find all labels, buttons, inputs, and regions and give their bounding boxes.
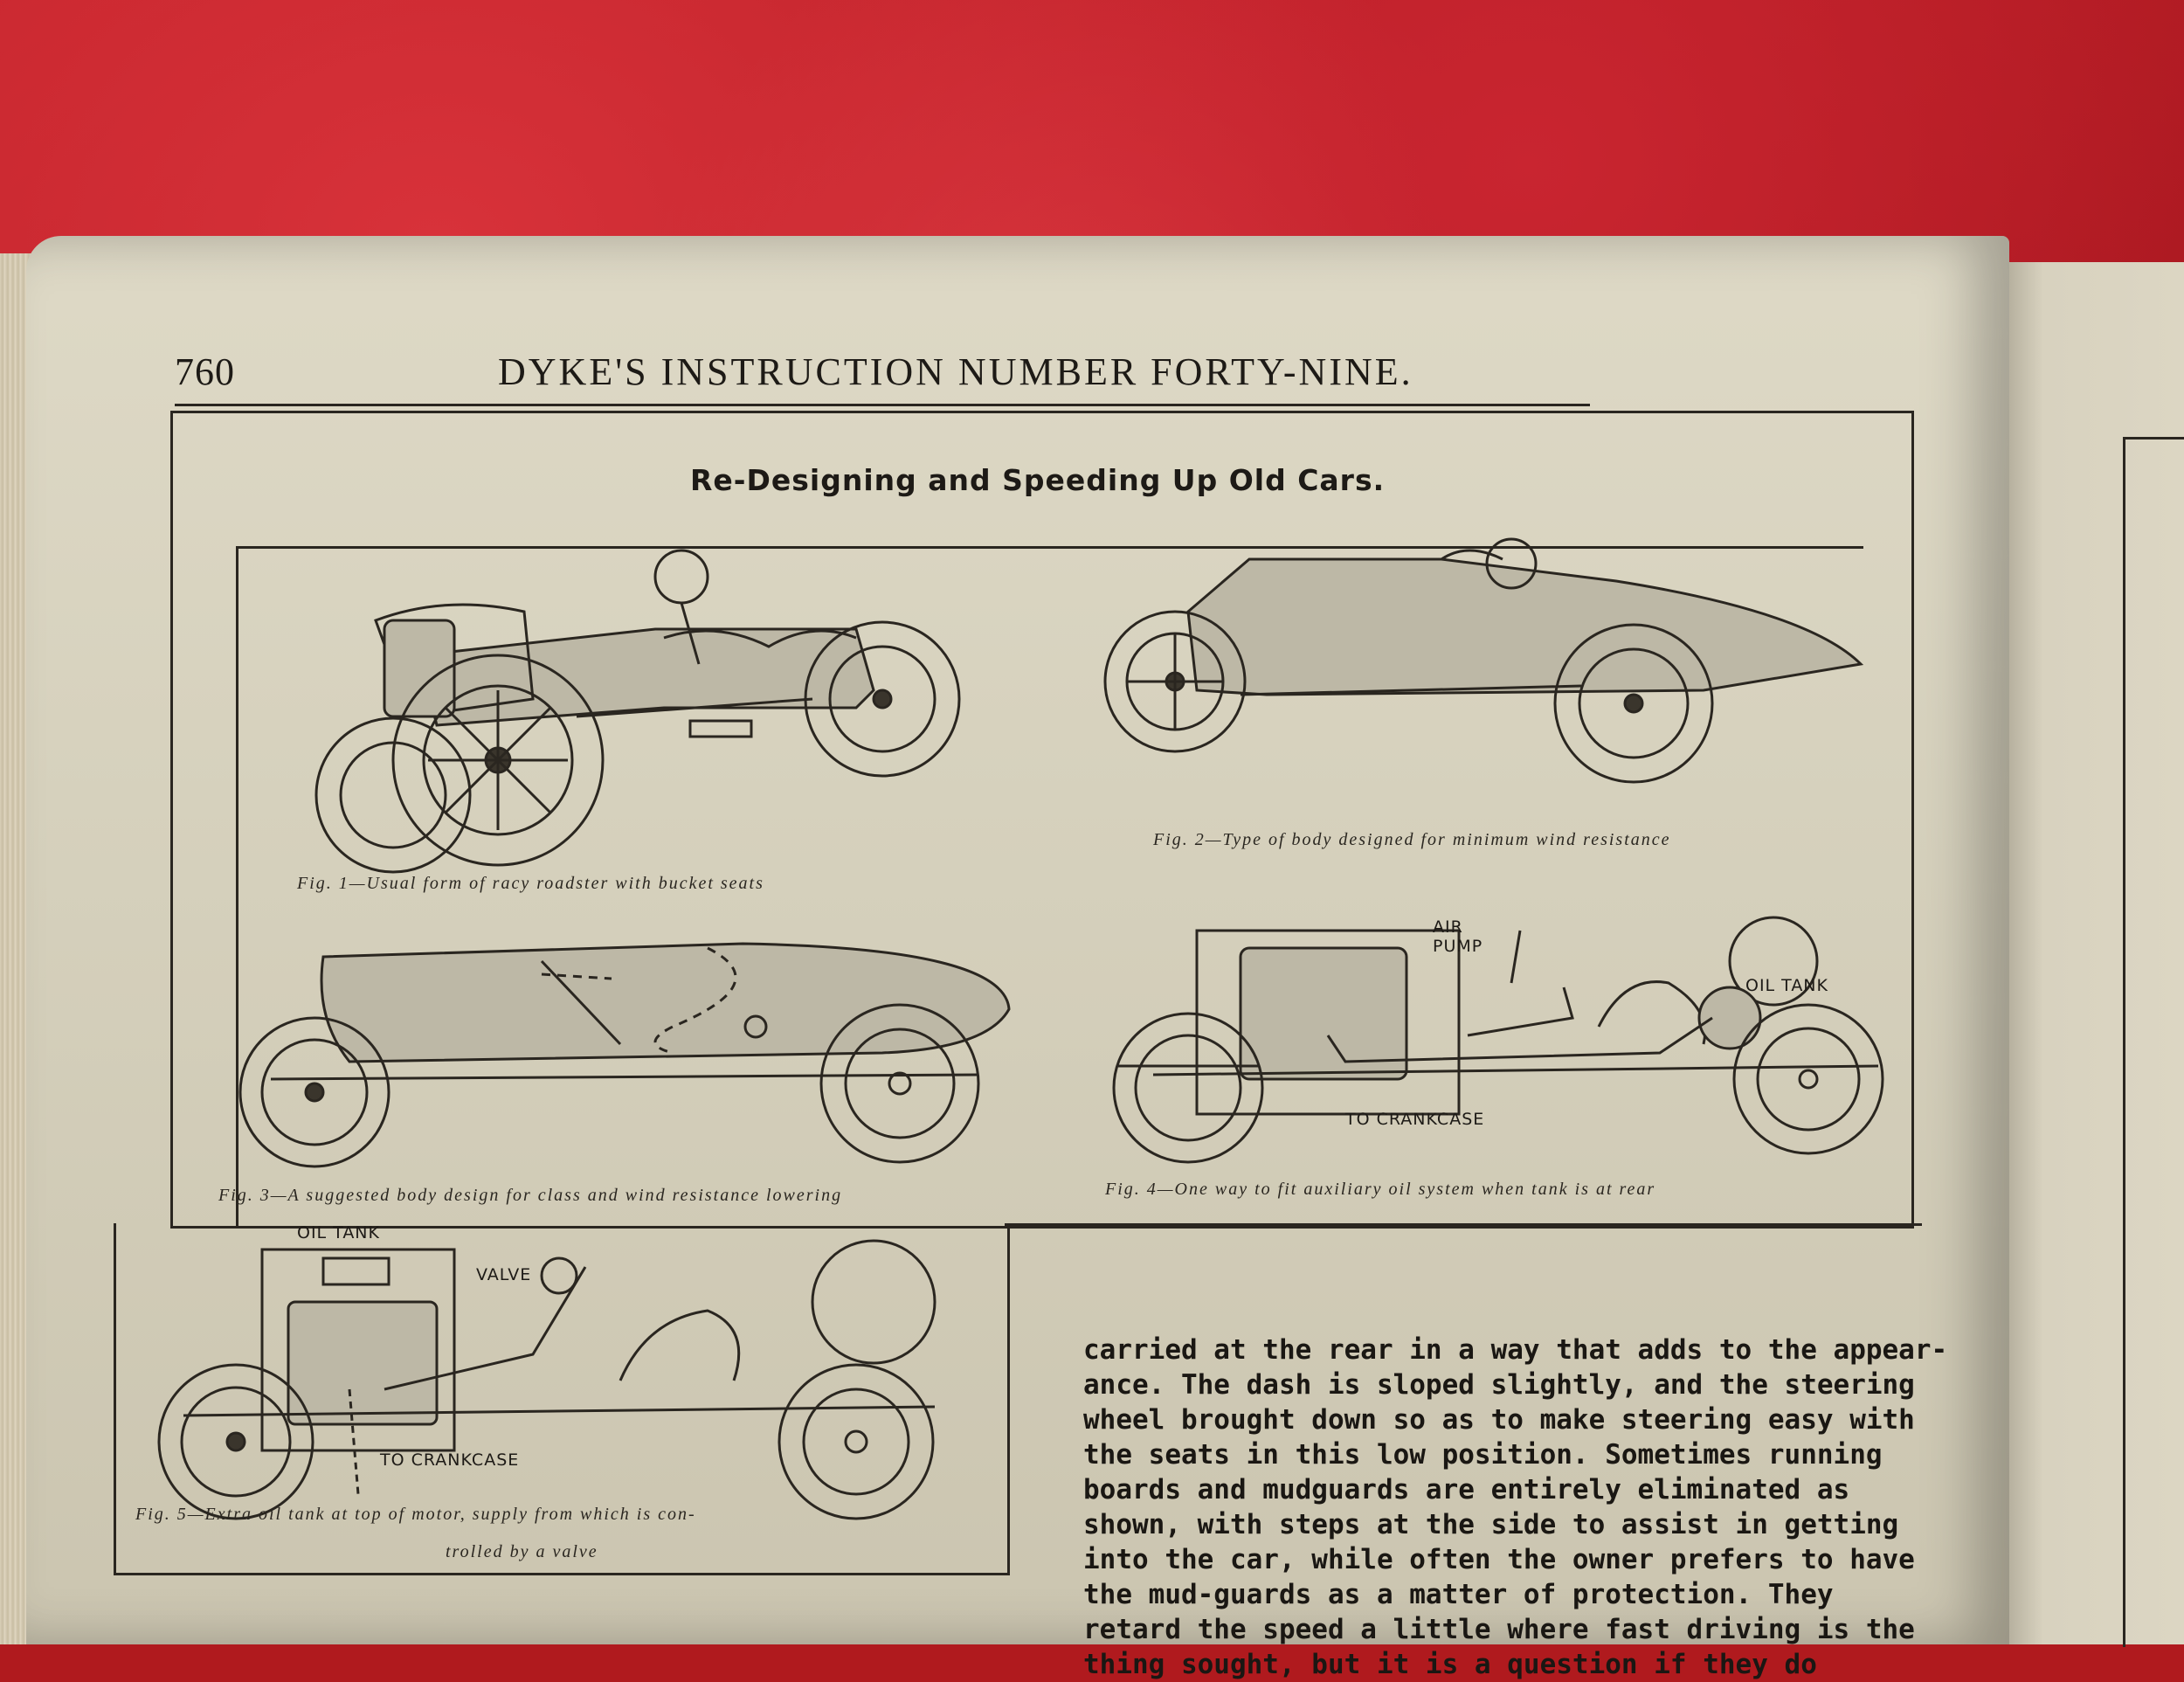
fig2-caption: Fig. 2—Type of body designed for minimum…	[1153, 830, 1671, 849]
header-rule	[175, 404, 1590, 406]
body-paragraph: carried at the rear in a way that adds t…	[1083, 1332, 2009, 1682]
fig5-label-valve: VALVE	[476, 1265, 532, 1284]
body-line: the seats in this low position. Sometime…	[1083, 1439, 1883, 1471]
fig5-caption-line2: trolled by a valve	[446, 1542, 598, 1561]
body-line: thing sought, but it is a question if th…	[1083, 1649, 1817, 1680]
fig1-roadster-illustration	[314, 549, 961, 874]
fig5-oil-tank-illustration	[157, 1239, 936, 1520]
page-number: 760	[175, 350, 235, 393]
fig5-label-to-crankcase: TO CRANKCASE	[380, 1450, 520, 1470]
facing-page	[1983, 262, 2184, 1644]
fig4-label-to-crankcase: TO CRANKCASE	[1345, 1110, 1485, 1129]
fig1-caption: Fig. 1—Usual form of racy roadster with …	[297, 874, 764, 893]
fig4-label-pump: PUMP	[1433, 937, 1483, 956]
fig4-oil-system-illustration	[1112, 916, 1884, 1164]
body-line: the mud-guards as a matter of protection…	[1083, 1579, 1834, 1610]
fig5-caption-line1: Fig. 5—Extra oil tank at top of motor, s…	[135, 1505, 696, 1524]
body-line: boards and mudguards are entirely elimin…	[1083, 1474, 1850, 1505]
plate-title: Re-Designing and Speeding Up Old Cars.	[690, 463, 1386, 497]
figure-grid-frame	[236, 546, 1863, 1226]
illustration-plate	[170, 411, 1914, 1229]
fig4-label-air: AIR	[1433, 917, 1463, 937]
body-line: into the car, while often the owner pref…	[1083, 1544, 1915, 1575]
body-line: shown, with steps at the side to assist …	[1083, 1509, 1899, 1540]
fig5-label-oil-tank: OIL TANK	[297, 1223, 380, 1242]
body-line: wheel brought down so as to make steerin…	[1083, 1404, 1915, 1436]
text-area-top-rule	[1005, 1223, 1922, 1226]
figure5-frame	[114, 1223, 1010, 1575]
body-line: ance. The dash is sloped slightly, and t…	[1083, 1369, 1915, 1401]
fig3-caption: Fig. 3—A suggested body design for class…	[218, 1186, 843, 1205]
running-title: DYKE'S INSTRUCTION NUMBER FORTY-NINE.	[498, 350, 1413, 393]
fig3-class-body-illustration	[238, 942, 1011, 1168]
body-line: retard the speed a little where fast dri…	[1083, 1614, 1915, 1645]
fig4-caption: Fig. 4—One way to fit auxiliary oil syst…	[1105, 1180, 1656, 1199]
fig2-streamlined-illustration	[1103, 537, 1864, 784]
facing-page-border	[2123, 437, 2184, 1647]
fig4-label-oil-tank: OIL TANK	[1745, 976, 1828, 995]
body-line: carried at the rear in a way that adds t…	[1083, 1334, 1948, 1366]
